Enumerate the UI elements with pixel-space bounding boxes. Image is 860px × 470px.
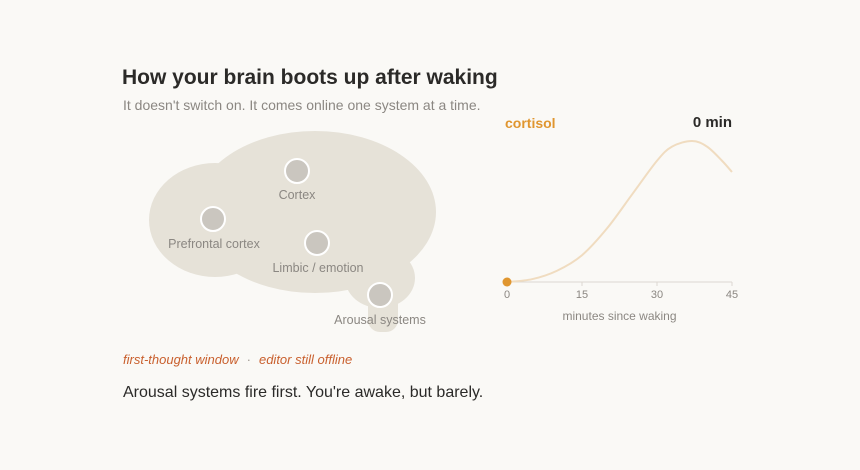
phase-label: first-thought window	[123, 352, 239, 367]
region-cortex[interactable]: Cortex	[279, 158, 317, 202]
prefrontal-node	[200, 206, 226, 232]
region-arousal[interactable]: Arousal systems	[334, 282, 426, 327]
cortisol-curve	[506, 139, 733, 283]
x-tick-label: 15	[576, 289, 588, 301]
page-subtitle: It doesn't switch on. It comes online on…	[123, 97, 481, 113]
metric-label: cortisol	[505, 115, 556, 131]
x-tick-label: 30	[651, 289, 663, 301]
caption: Arousal systems fire first. You're awake…	[123, 384, 484, 401]
region-limbic[interactable]: Limbic / emotion	[272, 230, 364, 275]
arousal-label: Arousal systems	[334, 313, 426, 327]
arousal-node	[367, 282, 393, 308]
prefrontal-label: Prefrontal cortex	[168, 237, 260, 251]
time-readout: 0 min	[692, 114, 732, 131]
x-axis-title: minutes since waking	[562, 309, 676, 323]
status-separator: ·	[246, 352, 251, 367]
limbic-label: Limbic / emotion	[272, 261, 363, 275]
page-title: How your brain boots up after waking	[122, 66, 498, 89]
status-note: editor still offline	[258, 352, 353, 367]
cortex-node	[284, 158, 310, 184]
region-prefrontal[interactable]: Prefrontal cortex	[168, 206, 261, 251]
current-time-marker[interactable]	[502, 277, 512, 287]
x-axis-ticks: 0 15 30 45	[504, 282, 738, 301]
limbic-node	[304, 230, 330, 256]
cortex-label: Cortex	[279, 188, 317, 202]
status-line: first-thought window · editor still offlin…	[123, 352, 352, 367]
x-tick-label: 45	[726, 289, 738, 301]
x-tick-label: 0	[504, 289, 510, 301]
